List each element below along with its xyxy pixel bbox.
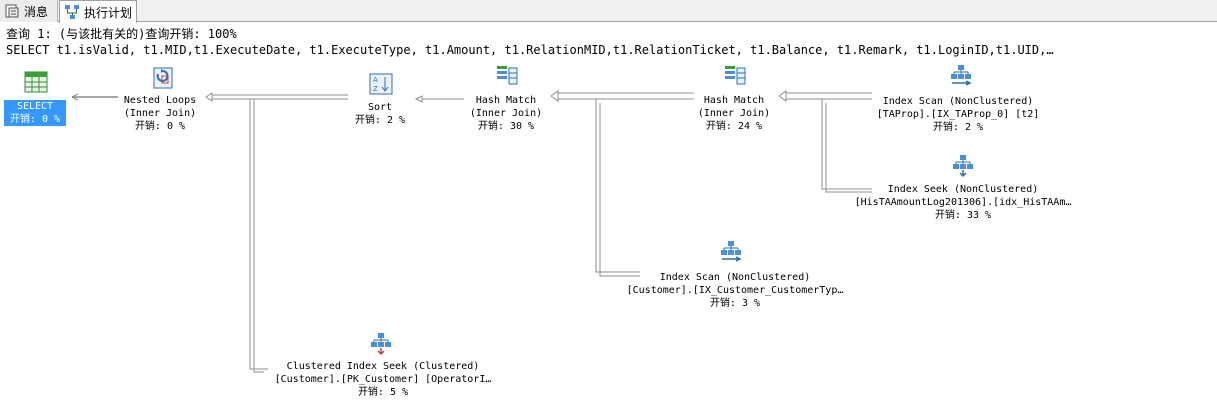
operator-hash-match-2-cost: 开销: 24 % <box>705 121 763 132</box>
tab-messages-label: 消息 <box>24 4 49 19</box>
operator-hash-match-1-detail: (Inner Join) <box>469 108 543 119</box>
index-scan-icon <box>949 64 973 88</box>
operator-clustered-index-seek-detail: [Customer].[PK_Customer] [OperatorI… <box>274 374 492 385</box>
operator-hash-match-2-name: Hash Match <box>703 95 765 106</box>
operator-nested-loops-detail: (Inner Join) <box>123 108 197 119</box>
hash-match-icon <box>495 64 519 88</box>
operator-index-scan-customer-cost: 开销: 3 % <box>709 298 761 309</box>
operator-index-scan-taprop-cost: 开销: 2 % <box>932 122 984 133</box>
query-sql-text: SELECT t1.isValid, t1.MID,t1.ExecuteDate… <box>6 43 1054 57</box>
operator-hash-match-2-detail: (Inner Join) <box>697 108 771 119</box>
operator-nested-loops-cost: 开销: 0 % <box>134 121 186 132</box>
tab-messages[interactable]: 消息 <box>0 0 58 22</box>
tab-execution-plan[interactable]: 执行计划 <box>59 0 137 23</box>
index-seek-icon <box>951 154 975 178</box>
operator-select-name: SELECT <box>4 100 66 113</box>
operator-clustered-index-seek-name: Clustered Index Seek (Clustered) <box>286 361 480 372</box>
svg-text:Z: Z <box>373 85 378 93</box>
operator-index-scan-taprop-name: Index Scan (NonClustered) <box>882 96 1034 107</box>
messages-icon <box>4 3 20 19</box>
select-icon <box>24 70 48 94</box>
operator-nested-loops-name: Nested Loops <box>123 95 197 106</box>
operator-index-seek-histaamount-cost: 开销: 33 % <box>934 210 992 221</box>
operator-sort-cost: 开销: 2 % <box>354 115 406 126</box>
operator-index-scan-customer-name: Index Scan (NonClustered) <box>659 272 811 283</box>
operator-index-scan-taprop-detail: [TAProp].[IX_TAProp_0] [t2] <box>876 109 1040 120</box>
operator-clustered-index-seek-cost: 开销: 5 % <box>357 387 409 398</box>
operator-index-seek-histaamount-name: Index Seek (NonClustered) <box>887 184 1039 195</box>
execution-plan-icon <box>64 4 80 20</box>
hash-match-icon <box>723 64 747 88</box>
operator-sort-name: Sort <box>367 102 393 113</box>
operator-hash-match-1-name: Hash Match <box>475 95 537 106</box>
index-scan-icon <box>719 240 743 264</box>
nested-loops-icon <box>150 66 174 90</box>
svg-text:A: A <box>373 76 378 84</box>
operator-index-scan-customer-detail: [Customer].[IX_Customer_CustomerTyp… <box>626 285 844 296</box>
sort-icon: A Z <box>369 72 393 96</box>
result-tab-bar: 消息 执行计划 <box>0 0 1217 23</box>
query-cost-header: 查询 1: (与该批有关的)查询开销: 100% <box>6 27 237 41</box>
operator-hash-match-1-cost: 开销: 30 % <box>477 121 535 132</box>
clustered-index-seek-icon <box>369 332 393 356</box>
operator-select-cost: 开销: 0 % <box>4 113 66 126</box>
tab-execution-plan-label: 执行计划 <box>84 5 133 20</box>
operator-index-seek-histaamount-detail: [HisTAAmountLog201306].[idx_HisTAAm… <box>854 197 1072 208</box>
